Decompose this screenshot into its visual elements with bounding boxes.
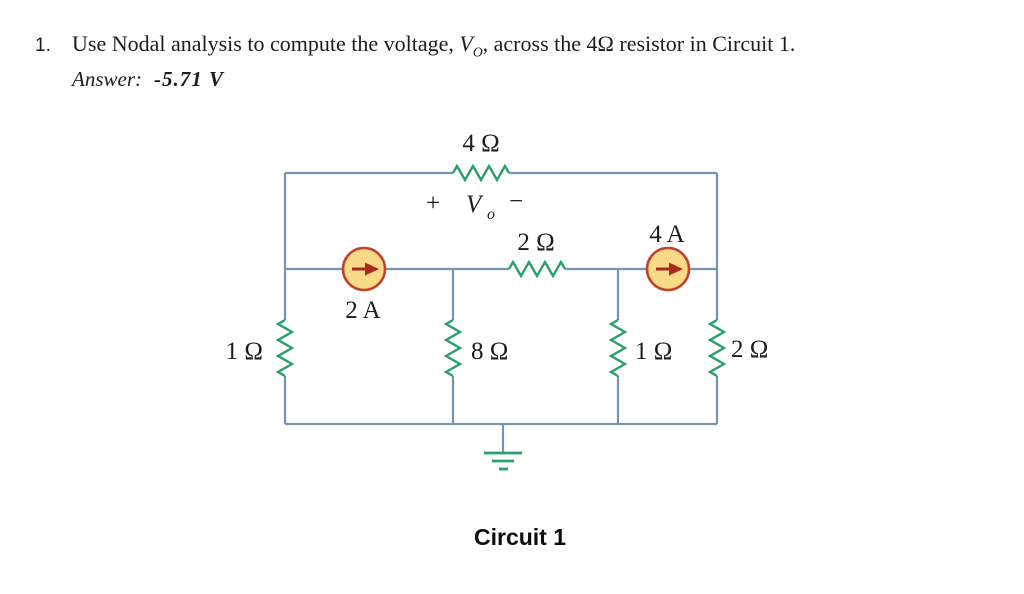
resistor-2ohm-right-icon (707, 318, 727, 378)
statement-text-after: , across the 4Ω resistor in Circuit 1. (482, 31, 796, 56)
label-resistor-left: 1 Ω (226, 338, 263, 365)
label-vo-minus: − (509, 188, 523, 215)
problem-statement: 1. Use Nodal analysis to compute the volt… (35, 31, 795, 65)
ground-icon (484, 451, 522, 471)
label-resistor-right-inner: 1 Ω (635, 338, 672, 365)
statement-text-before: Use Nodal analysis to compute the voltag… (72, 31, 460, 56)
current-source-4a-icon (645, 246, 691, 292)
resistor-1ohm-left-icon (275, 318, 295, 378)
resistor-8ohm-icon (443, 318, 463, 378)
voltage-symbol: V (459, 31, 473, 56)
label-resistor-right-outer: 2 Ω (731, 336, 768, 363)
answer-line: Answer: -5.71 V (72, 67, 224, 92)
label-source-right: 4 A (649, 221, 684, 248)
label-vo-plus: + (426, 190, 440, 217)
label-source-left: 2 A (345, 297, 380, 324)
arrow-right-icon (365, 262, 379, 276)
resistor-1ohm-right-icon (608, 318, 628, 378)
current-source-2a-icon (341, 246, 387, 292)
resistor-2ohm-middle-icon (507, 259, 567, 279)
problem-number: 1. (35, 35, 51, 56)
answer-value: -5.71 V (154, 67, 224, 91)
arrow-right-icon (669, 262, 683, 276)
label-resistor-center: 8 Ω (471, 338, 508, 365)
label-resistor-middle: 2 Ω (517, 229, 554, 256)
label-resistor-top: 4 Ω (462, 130, 499, 157)
circuit-caption: Circuit 1 (474, 524, 567, 550)
resistor-4ohm-top-icon (451, 163, 511, 183)
label-vo-subscript: o (487, 206, 495, 223)
voltage-subscript: O (472, 44, 483, 60)
label-vo-symbol: V (466, 191, 484, 218)
answer-label: Answer: (72, 67, 142, 91)
